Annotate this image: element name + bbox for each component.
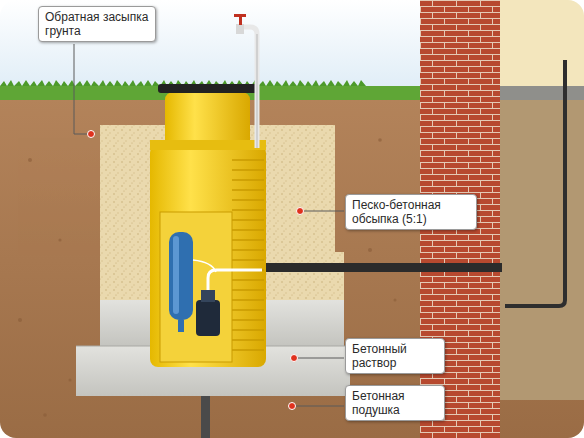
callout-label: Песко-бетонная обсыпка (5:1)	[345, 194, 477, 230]
callout-label: Бетонный раствор	[345, 338, 445, 374]
label-text: Песко-бетонная обсыпка (5:1)	[352, 198, 470, 226]
callout-label: Обратная засыпка грунта	[38, 6, 156, 42]
label-text: Бетонный раствор	[352, 342, 438, 370]
label-text: Бетонная подушка	[352, 389, 438, 417]
label-text: Обратная засыпка грунта	[45, 10, 149, 38]
callout-label: Бетонная подушка	[345, 385, 445, 421]
